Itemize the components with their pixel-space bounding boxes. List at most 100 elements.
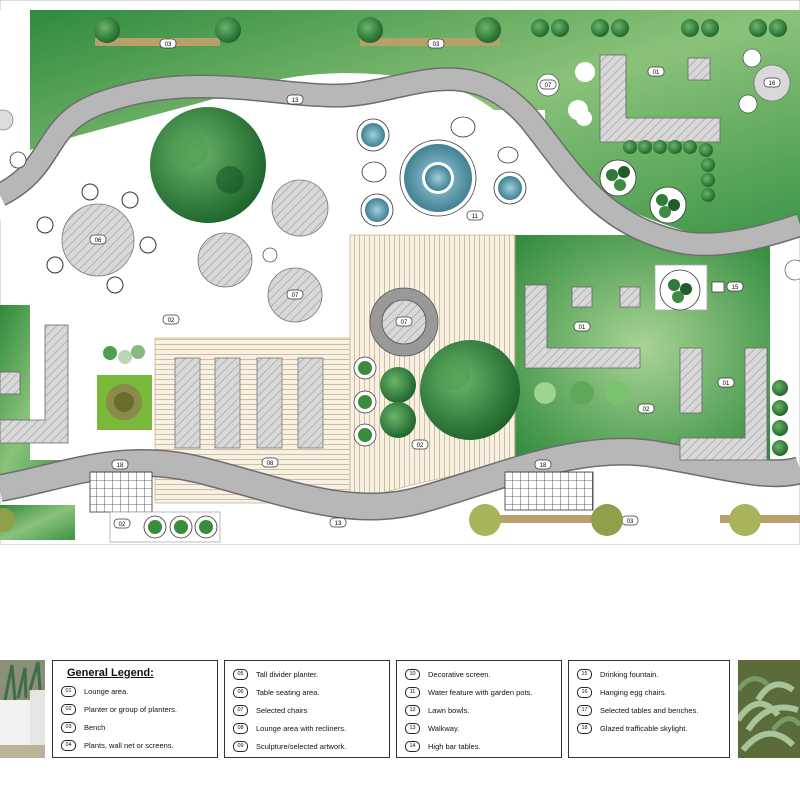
legend-item-number: 10 (405, 668, 420, 680)
planters-bottom-left: 02 (109, 511, 221, 543)
svg-text:02: 02 (168, 318, 175, 324)
legend-item-03: 03 Bench (61, 718, 209, 736)
legend-item-06: 06 Table seating area. (233, 683, 381, 701)
legend-item-label: Sculpture/selected artwork. (256, 741, 347, 751)
skylight-right: 18 (504, 459, 594, 511)
legend-item-label: Lounge area with recliners. (256, 723, 347, 733)
photo-planter-boxes (0, 660, 45, 758)
photo-agave-plants (738, 660, 800, 758)
egg-chair-table: 16 (738, 48, 791, 114)
legend-item-05: 05 Tall divider planter. (233, 665, 381, 683)
lounge-left-lower (0, 324, 69, 444)
legend-title: General Legend: (67, 667, 154, 679)
legend-item-label: Tall divider planter. (256, 669, 319, 679)
svg-text:07: 07 (545, 83, 552, 89)
svg-text:01: 01 (653, 70, 660, 76)
svg-text:15: 15 (732, 285, 739, 291)
landscape-site-plan: 13 13 03 03 03 01 (0, 0, 800, 545)
legend-item-number: 13 (405, 722, 420, 734)
legend-item-14: 14 High bar tables. (405, 737, 553, 755)
svg-text:06: 06 (95, 238, 102, 244)
svg-text:03: 03 (165, 42, 172, 48)
water-feature-11: 11 (356, 116, 527, 227)
legend-item-17: 17 Selected tables and benches. (577, 701, 721, 719)
legend-item-number: 16 (577, 686, 592, 698)
svg-text:02: 02 (119, 522, 126, 528)
legend-item-number: 12 (405, 704, 420, 716)
lounge-right: 01 (679, 347, 788, 461)
svg-text:07: 07 (292, 293, 299, 299)
legend-item-number: 15 (577, 668, 592, 680)
left-edge-planters (0, 109, 27, 169)
svg-text:13: 13 (292, 98, 299, 104)
svg-text:02: 02 (417, 443, 424, 449)
legend-column-2: 05 Tall divider planter. 06 Table seating a… (224, 660, 390, 758)
svg-text:03: 03 (627, 519, 634, 525)
walkway-label-top: 13 (286, 94, 304, 105)
legend-item-07: 07 Selected chairs (233, 701, 381, 719)
legend-item-number: 04 (61, 739, 76, 751)
legend-item-label: Selected tables and benches. (600, 705, 699, 715)
svg-text:07: 07 (401, 320, 408, 326)
trees-top-row (94, 17, 787, 43)
svg-text:11: 11 (472, 214, 479, 220)
legend-item-label: Lawn bowls. (428, 705, 470, 715)
legend-item-12: 12 Lawn bowls. (405, 701, 553, 719)
walkway-label-bottom: 13 (329, 517, 347, 528)
legend-item-number: 03 (61, 721, 76, 733)
legend-item-number: 07 (233, 704, 248, 716)
legend-item-label: Water feature with garden pots. (428, 687, 533, 697)
svg-text:03: 03 (433, 42, 440, 48)
legend-item-04: 04 Plants, wall net or screens. (61, 736, 209, 754)
chairs-upper: 07 (536, 62, 595, 126)
hatched-circles-left: 07 (197, 179, 329, 323)
hedge-row (623, 140, 715, 202)
legend-item-label: Walkway. (428, 723, 460, 733)
legend-item-number: 05 (233, 668, 248, 680)
legend-item-label: High bar tables. (428, 741, 481, 751)
trees-bottom (0, 259, 800, 536)
legend-item-number: 17 (577, 704, 592, 716)
planter-label-center: 02 (162, 314, 180, 325)
lounge-upper-right: 01 (599, 54, 721, 143)
bench-top-mid: 03 (360, 38, 500, 49)
svg-text:18: 18 (540, 463, 547, 469)
legend-item-13: 13 Walkway. (405, 719, 553, 737)
legend-item-label: Plants, wall net or screens. (84, 740, 174, 750)
legend-item-label: Selected chairs (256, 705, 308, 715)
legend-item-number: 01 (61, 685, 76, 697)
planter-square-left (97, 345, 152, 430)
recliners-deck-08: 08 (174, 357, 324, 468)
skylight-left: 18 (89, 459, 153, 513)
svg-text:01: 01 (723, 381, 730, 387)
svg-text:18: 18 (117, 463, 124, 469)
legend-item-number: 06 (233, 686, 248, 698)
tree-large-center (420, 340, 520, 440)
legend-item-label: Decorative screen. (428, 669, 491, 679)
legend-item-09: 09 Sculpture/selected artwork. (233, 737, 381, 755)
legend-item-number: 09 (233, 740, 248, 752)
table-area-06: 06 (36, 183, 157, 294)
planter-pots-top (599, 159, 687, 224)
legend-item-18: 18 Glazed trafficable skylight. (577, 719, 721, 737)
legend-item-label: Bench (84, 722, 106, 732)
legend-item-number: 18 (577, 722, 592, 734)
svg-text:02: 02 (643, 407, 650, 413)
legend-item-number: 08 (233, 722, 248, 734)
svg-text:01: 01 (579, 325, 586, 331)
legend-item-label: Table seating area. (256, 687, 320, 697)
legend-item-10: 10 Decorative screen. (405, 665, 553, 683)
lawn-bottom-left (0, 505, 75, 540)
lounge-center-right: 01 02 (524, 284, 655, 414)
legend-item-number: 02 (61, 703, 76, 715)
legend-item-label: Glazed trafficable skylight. (600, 723, 688, 733)
legend-item-number: 14 (405, 740, 420, 752)
planter-fountain-15: 15 (654, 264, 744, 311)
bench-top-left: 03 (95, 38, 220, 49)
